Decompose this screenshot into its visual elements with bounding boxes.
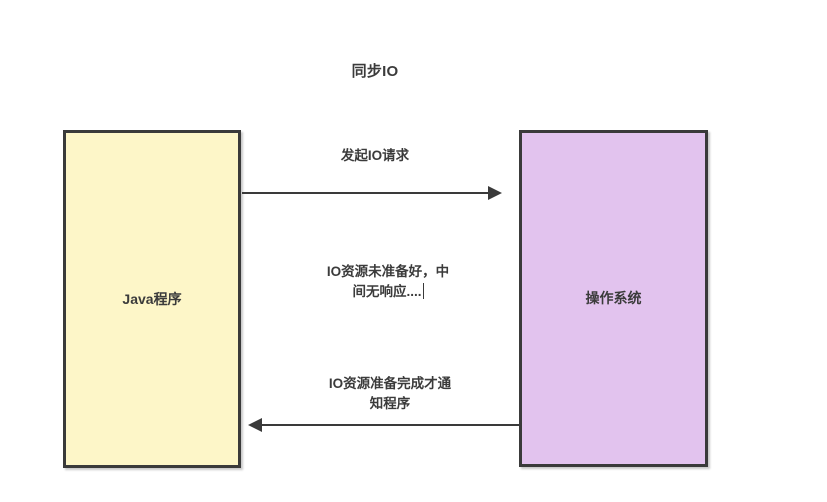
diagram-title: 同步IO — [351, 63, 399, 80]
node-java-program-label: Java程序 — [122, 290, 182, 307]
arrow-io-request-head-icon — [488, 186, 502, 200]
text-caret-icon — [422, 283, 424, 300]
arrow-io-request-label[interactable]: 发起IO请求 — [340, 148, 410, 163]
node-java-program[interactable]: Java程序 — [63, 130, 241, 468]
node-operating-system-label: 操作系统 — [585, 290, 642, 307]
arrow-io-ready-label[interactable]: IO资源准备完成才通 知程序 — [328, 376, 452, 411]
arrow-io-ready-head-icon — [248, 418, 262, 432]
note-io-not-ready-line-2-wrap: 间无响应.... — [297, 282, 479, 302]
node-operating-system[interactable]: 操作系统 — [519, 130, 708, 467]
note-io-not-ready-line-1: IO资源未准备好，中 — [326, 264, 450, 279]
note-io-not-ready-line-2: 间无响应.... — [352, 284, 422, 300]
arrow-io-ready-line[interactable] — [262, 424, 519, 426]
arrow-io-request-line[interactable] — [242, 192, 490, 194]
note-io-not-ready[interactable]: IO资源未准备好，中 间无响应.... — [297, 262, 479, 303]
